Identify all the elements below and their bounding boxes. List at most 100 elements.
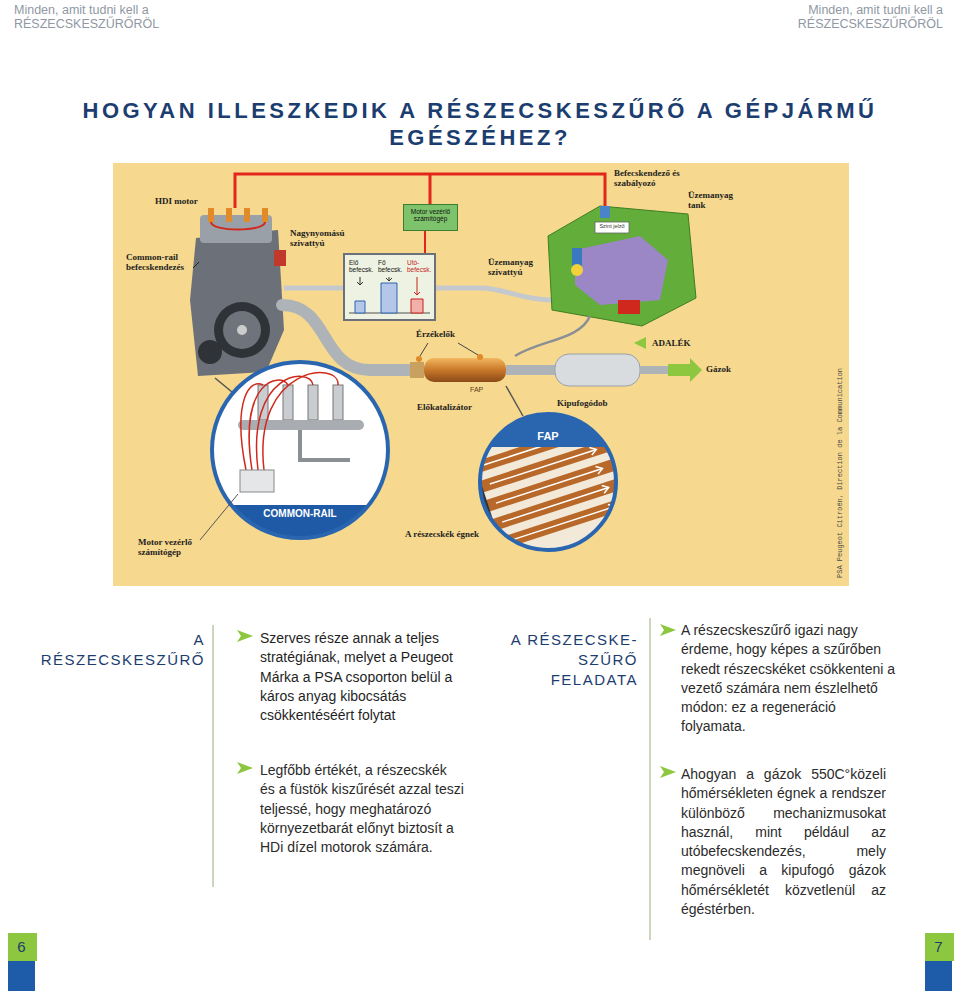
sensor-wire: [420, 343, 428, 356]
page-tab: [925, 961, 952, 991]
additive-tank: [618, 300, 640, 314]
high-pressure-pump: [274, 250, 286, 266]
control-unit: [240, 470, 274, 492]
gas-flow: [484, 430, 615, 541]
muffler: [555, 354, 640, 386]
body-paragraph: A részecskeszűrő igazi nagy érdeme, hogy…: [681, 621, 901, 737]
credit-line: PSA Peugeot Citroën, Direction de la Com…: [836, 368, 844, 578]
bullet-arrow: [660, 624, 676, 636]
illustration-panel: [113, 163, 849, 586]
body-paragraph: Legfőbb értékét, a részecskék és a füstö…: [260, 761, 465, 857]
running-header: Minden, amit tudni kell a RÉSZECSKESZŰRŐ…: [783, 3, 943, 32]
label-band: [490, 414, 607, 447]
part-label: Üzemanyag tank: [688, 190, 743, 211]
leader-line: [193, 262, 199, 268]
pulley: [223, 311, 261, 349]
detail-title: FAP: [528, 430, 568, 443]
particle-filter: [424, 358, 506, 382]
bullet-arrow: [660, 766, 676, 778]
injector: [226, 208, 232, 222]
injection-graph: Elő befecsk.Fő befecsk.Utó-befecsk.: [343, 253, 436, 321]
injector: [258, 385, 268, 420]
part-label: Common-rail befecskendezés: [126, 252, 190, 273]
part-label: Üzemanyag szivattyú: [488, 257, 546, 278]
part-label: Nagynyomású szivattyú: [290, 228, 354, 249]
injector: [244, 208, 250, 222]
part-label: A részecskék égnek: [405, 529, 505, 539]
body-paragraph: Ahogyan a gázok 550C°közeli hőmérséklete…: [681, 765, 886, 919]
level-sensor: [595, 222, 629, 233]
column-rule: [212, 625, 214, 887]
control-wire: [249, 380, 288, 470]
regulator: [600, 206, 610, 218]
additive-arrow: [634, 337, 646, 349]
fuel-pipe: [300, 430, 350, 460]
exhaust-pipe: [640, 366, 668, 374]
control-wire: [429, 174, 432, 204]
node-text: Fő befecsk.: [378, 259, 405, 274]
injector: [283, 385, 293, 420]
page-number-text: 6: [8, 938, 35, 955]
part-label: Gázok: [706, 364, 746, 374]
gas-arrow: [668, 358, 702, 382]
fuel-pump: [571, 264, 583, 276]
part-label: Motor vezérlő számítógép: [138, 537, 206, 558]
part-label: HDI motor: [155, 196, 217, 206]
control-wire: [257, 376, 313, 470]
pulse: [381, 283, 397, 313]
sensor: [416, 356, 422, 362]
node-text: Elő befecsk.: [349, 259, 376, 274]
common-rail: [238, 420, 364, 430]
control-unit-box: Motor vezérlő számítógép: [403, 204, 458, 231]
running-header: Minden, amit tudni kell a RÉSZECSKESZŰRŐ…: [14, 3, 174, 32]
part-label: FAP: [470, 386, 496, 394]
page-tab: [8, 961, 35, 991]
pointer-arrow: [386, 277, 392, 281]
pulse: [355, 301, 365, 313]
injector: [333, 385, 343, 420]
part-label: ADALÉK: [652, 338, 702, 348]
bullet-arrow: [237, 762, 253, 774]
part-label: Érzékelők: [416, 329, 476, 339]
part-label: Kipufogódob: [557, 398, 623, 408]
column-rule: [649, 618, 651, 940]
pointer-arrow: [357, 277, 363, 285]
control-wire: [235, 174, 605, 208]
pulley: [214, 302, 270, 358]
sensor-label: Szint jelző: [596, 223, 628, 229]
body-paragraph: Szerves része annak a teljes stratégiána…: [260, 629, 465, 725]
leader-line: [506, 386, 523, 416]
pointer-arrow: [414, 277, 420, 295]
detail-title: COMMON-RAIL: [250, 508, 350, 520]
part-label: Előkatalizátor: [417, 402, 489, 412]
node-text: Motor vezérlő számítógép: [406, 208, 455, 223]
injector: [262, 208, 268, 222]
fuel-tank: [548, 206, 696, 326]
part-label: Befecskendező és szabályozó: [614, 168, 686, 189]
sensor-wire: [458, 343, 478, 355]
page-number: 7: [925, 933, 954, 961]
page-number-text: 7: [925, 938, 952, 955]
injector: [308, 385, 318, 420]
fuel-line: [211, 222, 265, 230]
page-number: 6: [8, 933, 37, 961]
tank-inner: [575, 236, 668, 305]
pulse: [411, 299, 423, 313]
bullet-arrow: [237, 630, 253, 642]
leader-line: [200, 494, 238, 540]
control-wire: [424, 231, 426, 253]
detail-circle-rim: [480, 414, 616, 550]
pulley: [198, 340, 222, 364]
node-text: Utó-befecsk.: [407, 259, 434, 274]
page-title: HOGYAN ILLESZKEDIK A RÉSZECSKESZŰRŐ A GÉ…: [40, 97, 920, 151]
channel-plug: [600, 417, 642, 509]
control-wire: [241, 384, 263, 470]
sensor: [477, 354, 483, 360]
leader-line: [215, 378, 232, 392]
engine-block: [190, 230, 284, 376]
injector: [208, 208, 214, 222]
exhaust-pipe: [506, 365, 560, 375]
detail-circle: [212, 362, 388, 538]
pulley: [237, 325, 247, 335]
